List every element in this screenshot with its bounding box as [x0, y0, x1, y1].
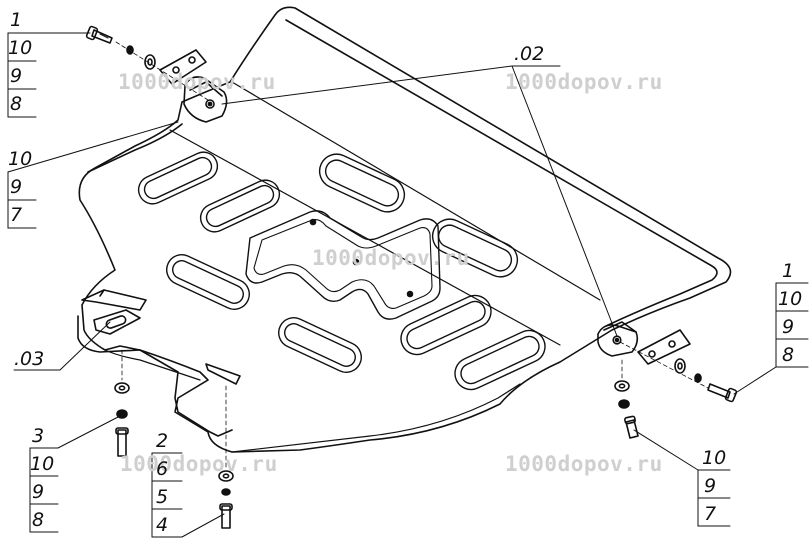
callout-item-number: 10 [8, 148, 33, 170]
stamped-reliefs [137, 151, 546, 391]
callout-item-number: 3 [32, 425, 45, 447]
bracket-02-right [597, 321, 639, 357]
callout-item-number: 10 [8, 37, 33, 59]
callout-item-number: 6 [156, 458, 169, 480]
callout-item-number: 10 [30, 453, 55, 475]
callout-item-number: 9 [10, 176, 23, 198]
callout-item-number: 1 [10, 9, 23, 31]
callout-item-number: 1 [782, 260, 795, 282]
fastener-bottom-left [114, 349, 130, 457]
callout-item-number: 8 [10, 93, 23, 115]
fastener-bottom-right [614, 359, 639, 439]
fastener-top-left [85, 25, 209, 101]
center-serpentine-relief [245, 210, 441, 320]
skid-plate-rim [87, 19, 718, 327]
fastener-right [619, 329, 738, 403]
callout-item-number: 7 [10, 204, 23, 226]
plate-bend-line [169, 81, 601, 346]
fastener-bottom-middle [218, 385, 234, 529]
skid-plate-outline [78, 6, 732, 453]
part-label-03: .03 [14, 348, 45, 370]
callout-item-number: 9 [704, 475, 717, 497]
part-label-02: .02 [514, 43, 545, 65]
callout-item-number: 9 [782, 316, 795, 338]
callout-item-number: 8 [32, 509, 45, 531]
bracket-02-left [183, 76, 228, 123]
callout-item-number: 9 [32, 481, 45, 503]
center-serpentine-inner [253, 219, 433, 309]
bracket-03 [77, 289, 241, 437]
callout-item-number: 7 [704, 503, 717, 525]
callout-item-number: 10 [778, 288, 803, 310]
leader-lines [7, 32, 809, 538]
callout-item-number: 5 [156, 486, 169, 508]
callout-tables [7, 32, 809, 538]
callout-item-number: 10 [702, 447, 727, 469]
callout-item-number: 2 [156, 430, 169, 452]
callout-item-number: 8 [782, 344, 795, 366]
callout-item-number: 4 [156, 514, 169, 536]
callout-item-number: 9 [10, 65, 23, 87]
